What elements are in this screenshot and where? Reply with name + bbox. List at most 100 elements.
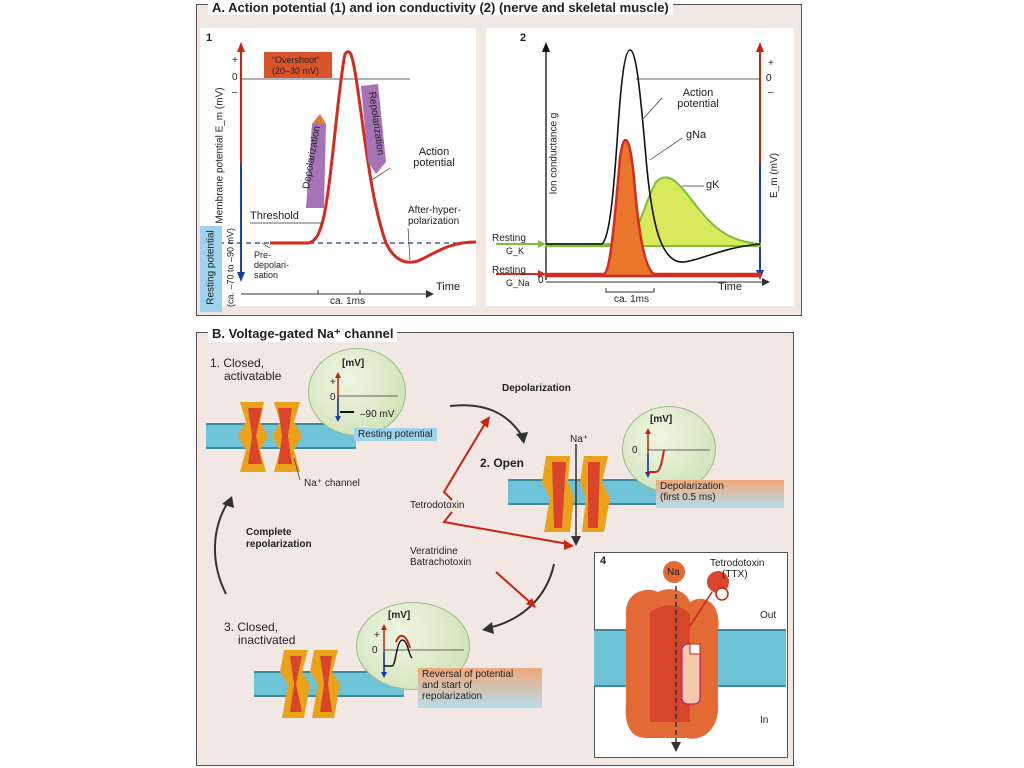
channel-open xyxy=(542,444,610,546)
minus-right: – xyxy=(768,87,774,98)
plus-1: + xyxy=(330,377,336,388)
tetrodotoxin-label: Tetrodotoxin xyxy=(410,500,465,511)
arrow-1-to-2 xyxy=(449,404,523,437)
ap-label-2: Action potential xyxy=(677,87,719,110)
threshold-label: Threshold xyxy=(250,210,299,222)
panel-2-number: 2 xyxy=(520,32,527,44)
em-label: E_m (mV) xyxy=(769,153,780,198)
mini-plot-depolarization xyxy=(645,428,710,478)
state-2-title: 2. Open xyxy=(480,456,525,470)
reversal-tag-line-2: and start of xyxy=(422,680,473,691)
after-hyperpolarization-label-2: polarization xyxy=(408,216,460,227)
section-a-title: A. Action potential (1) and ion conducti… xyxy=(208,0,673,15)
zero-1: 0 xyxy=(330,392,336,403)
channel-cycle-diagram xyxy=(206,402,658,718)
bubble-depolarization xyxy=(622,406,716,492)
mv-label-1: [mV] xyxy=(342,358,365,369)
in-label: In xyxy=(760,715,769,726)
gk-label: gK xyxy=(706,179,720,191)
plus-3: + xyxy=(374,630,380,641)
complete-repolarization-label: Complete xyxy=(246,527,292,538)
resting-potential-box xyxy=(200,226,222,312)
gna-label: gNa xyxy=(686,129,707,141)
depolarization-tag-line-1: Depolarization xyxy=(660,481,724,492)
resting-gk-label: Resting xyxy=(492,233,526,244)
out-label: Out xyxy=(760,610,777,621)
gna-subscript: G_Na xyxy=(506,278,530,288)
mv-label-2: [mV] xyxy=(650,414,673,425)
zero-2: 0 xyxy=(632,445,638,456)
mv-label-3: [mV] xyxy=(388,610,411,621)
na-channel-label: Na⁺ channel xyxy=(304,478,360,489)
minus-sign: – xyxy=(232,87,238,98)
veratridine-arrow xyxy=(495,571,533,605)
action-potential-curve xyxy=(270,50,477,264)
reversal-tag: Reversal of potential and start of repol… xyxy=(418,668,542,708)
repolarization-arrow xyxy=(361,84,386,174)
resting-potential-range: (ca. –70 to –90 mV) xyxy=(225,227,236,308)
ttx-binding-illustration xyxy=(594,561,786,752)
zero-label: 0 xyxy=(232,72,238,83)
resting-gna-label: Resting xyxy=(492,265,526,276)
ttx-label: Tetrodotoxin xyxy=(710,558,765,569)
resting-potential-tag: Resting potential xyxy=(354,428,437,441)
state-1-subtitle: activatable xyxy=(224,369,282,383)
y-axis-label: Membrane potential E_m (mV) xyxy=(214,87,226,224)
depolarization-tag-line-2: (first 0.5 ms) xyxy=(660,492,716,503)
depolarization-arrow xyxy=(306,114,326,208)
zero-origin: 0 xyxy=(538,275,544,286)
predepolarisation-label: Pre- xyxy=(254,250,272,260)
axis-arrow-down xyxy=(237,272,245,282)
na-ion xyxy=(663,561,685,583)
depolarization-heading: Depolarization xyxy=(502,383,571,394)
predepolarisation-label-2: depolari- xyxy=(254,260,290,270)
resting-potential-label: Resting potential xyxy=(205,230,217,305)
after-hyperpolarization-label: After-hyper- xyxy=(408,205,461,216)
section-b-title: B. Voltage-gated Na⁺ channel xyxy=(208,326,398,342)
panel-4-na: Na xyxy=(667,567,680,578)
overshoot-box xyxy=(264,52,332,78)
complete-repolarization-label-2: repolarization xyxy=(246,539,312,550)
ca-1ms-label: ca. 1ms xyxy=(330,296,366,307)
ion-conductance-chart xyxy=(496,42,770,293)
minus90-label: –90 mV xyxy=(360,409,395,420)
bubble-resting xyxy=(308,348,406,436)
overshoot-label: “Overshoot” xyxy=(272,55,320,65)
action-potential-label: Action potential xyxy=(413,146,455,169)
overshoot-range: (20–30 mV) xyxy=(272,66,320,76)
action-potential-chart xyxy=(210,42,477,298)
veratridine-label: Veratridine xyxy=(410,546,458,557)
tetrodotoxin-arrow-right xyxy=(442,511,569,545)
mini-plot-reversal xyxy=(381,624,464,678)
zero-3: 0 xyxy=(372,645,378,656)
arrow-2-to-3 xyxy=(487,563,555,629)
panel-1 xyxy=(200,28,476,306)
plus-sign: + xyxy=(232,55,238,66)
plus-right: + xyxy=(768,58,774,69)
depolarization-tag: Depolarization (first 0.5 ms) xyxy=(656,480,784,508)
axis-arrow-up xyxy=(237,42,245,52)
zero-right: 0 xyxy=(766,73,772,84)
ttx-label-2: (TTX) xyxy=(722,569,748,580)
gna-curve xyxy=(544,138,762,278)
predepolarisation-label-3: sation xyxy=(254,270,279,280)
channel-closed-activatable xyxy=(238,402,302,472)
channel-closed-inactivated xyxy=(280,650,340,718)
ca-1ms-label-2: ca. 1ms xyxy=(614,294,650,305)
time-label-2: Time xyxy=(718,281,743,293)
gk-subscript: G_K xyxy=(506,246,525,256)
conductance-label: Ion conductance g xyxy=(548,112,560,195)
panel-4-number: 4 xyxy=(600,555,607,567)
time-label: Time xyxy=(436,281,461,293)
state-3-title: 3. Closed, xyxy=(224,620,279,634)
time-bracket xyxy=(317,290,361,295)
mini-plot-resting xyxy=(335,372,398,422)
action-potential-curve-2 xyxy=(546,49,761,263)
tetrodotoxin-arrow-up xyxy=(442,421,487,501)
reversal-tag-line-3: repolarization xyxy=(422,691,483,702)
reversal-tag-line-1: Reversal of potential xyxy=(422,669,514,680)
state-3-subtitle: inactivated xyxy=(238,633,296,647)
panel-1-number: 1 xyxy=(206,32,213,44)
state-1-title: 1. Closed, xyxy=(210,356,265,370)
na-ion-label: Na⁺ xyxy=(570,434,589,445)
